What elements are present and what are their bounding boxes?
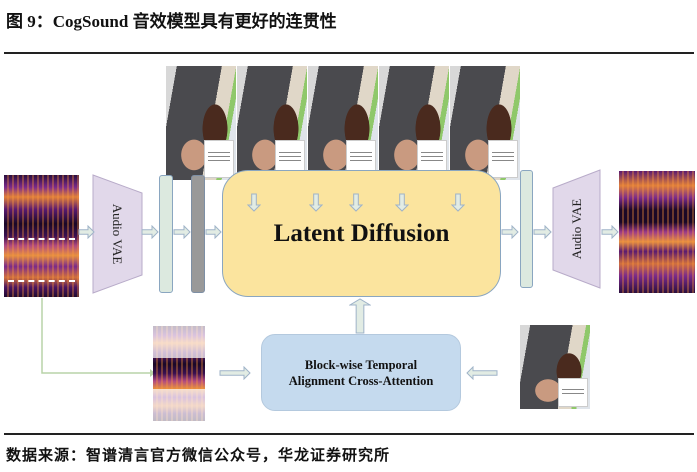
arrow-right-icon (173, 225, 191, 239)
arrow-right-icon (533, 225, 552, 239)
arrow-right-icon (501, 225, 519, 239)
arrow-right-icon (601, 225, 619, 239)
segment-spectrogram (153, 326, 205, 421)
bottom-divider (4, 433, 694, 435)
arrow-left-icon (466, 366, 498, 380)
block-wise-temporal-alignment-cross-attention: Block-wise Temporal Alignment Cross-Atte… (261, 334, 461, 411)
source-note: 数据来源：智谱清言官方微信公众号，华龙证券研究所 (6, 448, 391, 464)
audio-vae-encoder-label: Audio VAE (110, 203, 125, 265)
arrow-down-icon (309, 193, 323, 212)
video-frame (237, 66, 308, 180)
video-frame-segment (520, 325, 591, 409)
audio-vae-decoder-label: Audio VAE (569, 198, 584, 260)
sheet-music-overlay (558, 378, 588, 407)
video-frame (450, 66, 521, 180)
arrow-down-icon (247, 193, 261, 212)
cross-attention-label-line1: Block-wise Temporal (304, 357, 418, 372)
arrow-right-icon (141, 225, 159, 239)
video-frame (379, 66, 450, 180)
video-frame (166, 66, 237, 180)
audio-vae-encoder (92, 174, 143, 294)
latent-bar (159, 175, 173, 293)
arrow-down-icon (349, 193, 363, 212)
sheet-music-overlay (488, 139, 518, 178)
sheet-music-overlay (204, 139, 234, 178)
input-spectrogram (4, 175, 79, 297)
top-divider (4, 52, 694, 54)
audio-vae-decoder (552, 169, 601, 289)
latent-diffusion-label: Latent Diffusion (273, 219, 450, 247)
arrow-up-icon (349, 298, 371, 334)
arrow-right-icon (205, 225, 222, 239)
cross-attention-label-line2: Alignment Cross-Attention (288, 373, 434, 388)
arrow-down-icon (451, 193, 465, 212)
video-frames-strip (166, 66, 521, 180)
latent-diffusion-block: Latent Diffusion (222, 170, 501, 297)
noise-bar (191, 175, 205, 293)
arrow-right-icon (219, 366, 251, 380)
arrow-down-icon (395, 193, 409, 212)
figure-title: 图 9：CogSound 音效模型具有更好的连贯性 (6, 12, 337, 31)
output-spectrogram (619, 171, 695, 293)
video-frame (308, 66, 379, 180)
output-latent-bar (520, 170, 533, 288)
arrow-right-icon (78, 225, 95, 239)
dashed-segment-box (8, 238, 75, 282)
